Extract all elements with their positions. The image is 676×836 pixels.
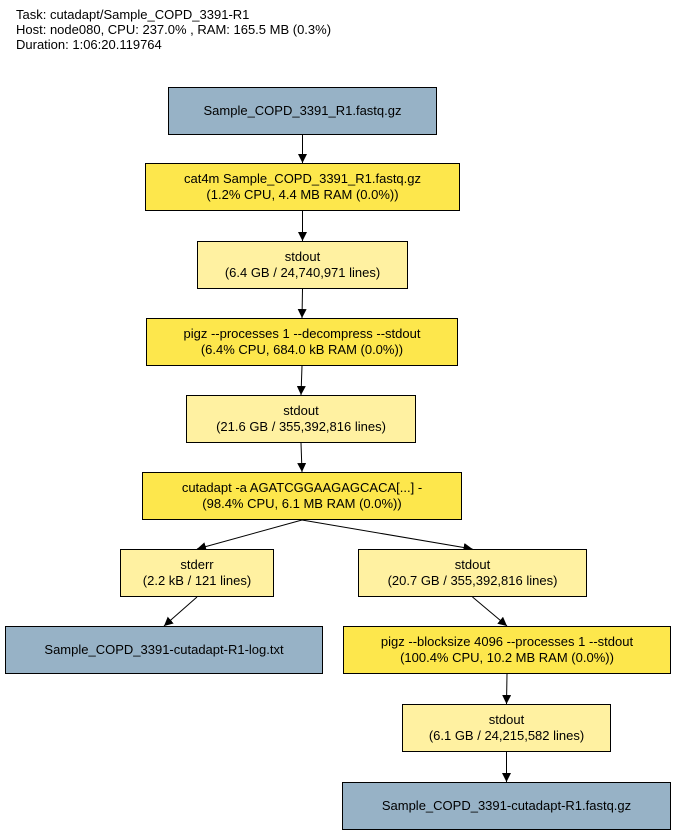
cat4m-process-node[interactable]: cat4m Sample_COPD_3391_R1.fastq.gz (1.2%… [145,163,460,211]
stream-name: stdout [283,403,319,418]
edge-pigz_decompress-to-stdout2 [296,365,306,396]
node-command: cat4m Sample_COPD_3391_R1.fastq.gz [183,171,421,186]
host-info: Host: node080, CPU: 237.0% , RAM: 165.5 … [16,22,332,37]
stream-stats: (20.7 GB / 355,392,816 lines) [387,573,558,588]
stream-name: stderr [180,557,214,572]
node-stats: (100.4% CPU, 10.2 MB RAM (0.0%)) [400,650,614,665]
stream-name: stdout [454,557,491,572]
stdout-stream-node[interactable]: stdout (6.1 GB / 24,215,582 lines) [402,704,611,752]
output-file-node[interactable]: Sample_COPD_3391-cutadapt-R1.fastq.gz [342,782,671,830]
edge-stdout2-to-cutadapt [297,442,307,473]
node-stats: (6.4% CPU, 684.0 kB RAM (0.0%)) [200,342,404,357]
stdout-stream-node[interactable]: stdout (20.7 GB / 355,392,816 lines) [358,549,587,597]
cutadapt-process-node[interactable]: cutadapt -a AGATCGGAAGAGCACA[...] - (98.… [142,472,462,520]
stream-stats: (6.4 GB / 24,740,971 lines) [224,265,381,280]
stream-stats: (21.6 GB / 355,392,816 lines) [216,419,386,434]
stderr-stream-node[interactable]: stderr (2.2 kB / 121 lines) [120,549,274,597]
pigz-compress-process-node[interactable]: pigz --blocksize 4096 --processes 1 --st… [343,626,671,674]
edge-stdout1-to-pigz_decompress [297,288,307,319]
edge-cutadapt-to-stderr [196,519,303,551]
node-stats: (98.4% CPU, 6.1 MB RAM (0.0%)) [202,496,402,511]
edge-stdout3-to-pigz_compress [472,596,508,627]
log-file-node[interactable]: Sample_COPD_3391-cutadapt-R1-log.txt [5,626,323,674]
stdout-stream-node[interactable]: stdout (6.4 GB / 24,740,971 lines) [197,241,408,289]
stream-stats: (2.2 kB / 121 lines) [142,573,252,588]
stream-stats: (6.1 GB / 24,215,582 lines) [428,728,585,743]
edge-pigz_compress-to-stdout4 [502,673,512,705]
node-label: Sample_COPD_3391_R1.fastq.gz [203,103,402,118]
node-label: Sample_COPD_3391-cutadapt-R1-log.txt [44,642,284,657]
task-title: Task: cutadapt/Sample_COPD_3391-R1 [16,7,250,22]
input-file-node[interactable]: Sample_COPD_3391_R1.fastq.gz [168,87,437,135]
task-header: Task: cutadapt/Sample_COPD_3391-R1 Host:… [16,7,331,52]
node-command: cutadapt -a AGATCGGAAGAGCACA[...] - [181,480,423,495]
duration-info: Duration: 1:06:20.119764 [16,37,162,52]
stream-name: stdout [284,249,321,264]
node-label: Sample_COPD_3391-cutadapt-R1.fastq.gz [381,798,632,813]
node-command: pigz --blocksize 4096 --processes 1 --st… [380,634,634,649]
edge-stderr-to-log_file [163,596,198,627]
stream-name: stdout [488,712,525,727]
stdout-stream-node[interactable]: stdout (21.6 GB / 355,392,816 lines) [186,395,416,443]
pigz-decompress-process-node[interactable]: pigz --processes 1 --decompress --stdout… [146,318,458,366]
node-command: pigz --processes 1 --decompress --stdout [183,326,421,341]
edge-cutadapt-to-stdout3 [301,519,473,552]
node-stats: (1.2% CPU, 4.4 MB RAM (0.0%)) [206,187,399,202]
